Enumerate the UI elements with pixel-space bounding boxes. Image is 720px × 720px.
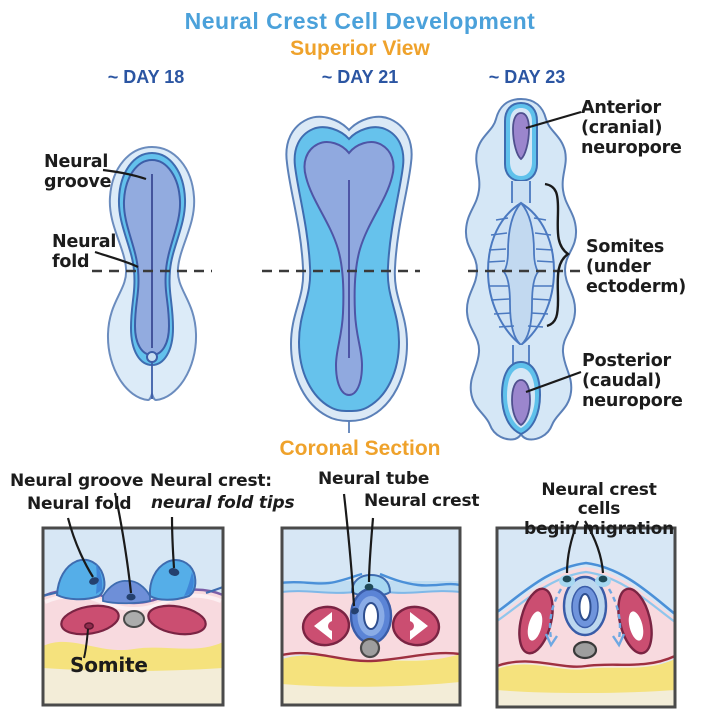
dark-red-boundary	[282, 651, 460, 663]
notochord	[123, 610, 145, 628]
neural-tube-lumen	[363, 602, 379, 630]
neural-fold-left	[55, 558, 106, 601]
coronal-panel-3	[497, 528, 675, 707]
somites-label: Somites (under ectoderm)	[586, 237, 687, 297]
day18-embryo	[106, 145, 198, 402]
day23-label: ~ DAY 23	[488, 67, 566, 87]
day18-label: ~ DAY 18	[107, 67, 185, 87]
somites-brace	[544, 182, 571, 328]
ectoderm-line	[497, 561, 675, 616]
neural-tube-lumen	[578, 593, 592, 621]
somite-right	[147, 604, 207, 636]
neural-crest-cell-left	[562, 575, 572, 583]
somite-rungs	[487, 217, 555, 328]
panel-2-border	[280, 526, 462, 707]
dark-red-boundary	[497, 654, 675, 668]
migration-arrows	[544, 588, 626, 648]
panel1-neural-fold-tips-label: neural fold tips	[151, 493, 295, 513]
page-title: Neural Crest Cell Development	[184, 8, 536, 34]
day21-label: ~ DAY 21	[321, 67, 399, 87]
panel-3-border	[495, 526, 677, 709]
anterior-neuropore-label: Anterior (cranial) neuropore	[581, 98, 682, 158]
primitive-node	[146, 351, 158, 363]
neural-fold-label: Neural fold	[52, 232, 117, 272]
notochord	[572, 640, 598, 660]
neural-groove-valley	[102, 580, 151, 605]
panel1-neural-groove-label: Neural groove	[10, 471, 144, 491]
panel3-migration-label: Neural crest cells begin migration	[523, 480, 675, 539]
day21-embryo	[285, 115, 413, 433]
annotation-lines-coronal	[66, 492, 605, 607]
coronal-section-heading: Coronal Section	[279, 437, 441, 460]
panel2-neural-crest-label: Neural crest	[364, 491, 480, 511]
neural-fold-right	[148, 559, 197, 601]
panel1-neural-fold-label: Neural fold	[27, 494, 132, 514]
somite-left	[60, 604, 120, 636]
endoderm-yellow	[497, 659, 675, 693]
annotation-lines-superior	[94, 110, 582, 394]
superior-view-heading: Superior View	[290, 37, 430, 60]
anterior-neuropore-opening	[512, 112, 530, 161]
endoderm-yellow	[282, 653, 460, 687]
neural-groove-label: Neural groove	[44, 152, 112, 192]
panel-1-border	[41, 526, 225, 707]
notochord	[359, 637, 381, 659]
neural-crest-cell-right	[598, 575, 608, 583]
posterior-neuropore-label: Posterior (caudal) neuropore	[582, 351, 683, 411]
panel1-somite-label: Somite	[70, 653, 148, 677]
coronal-panel-1	[43, 528, 223, 705]
panel2-neural-tube-label: Neural tube	[318, 469, 430, 489]
posterior-neuropore-opening	[511, 379, 531, 427]
panel1-neural-crest-label: Neural crest:	[150, 471, 272, 491]
ectoderm-line	[282, 572, 460, 587]
